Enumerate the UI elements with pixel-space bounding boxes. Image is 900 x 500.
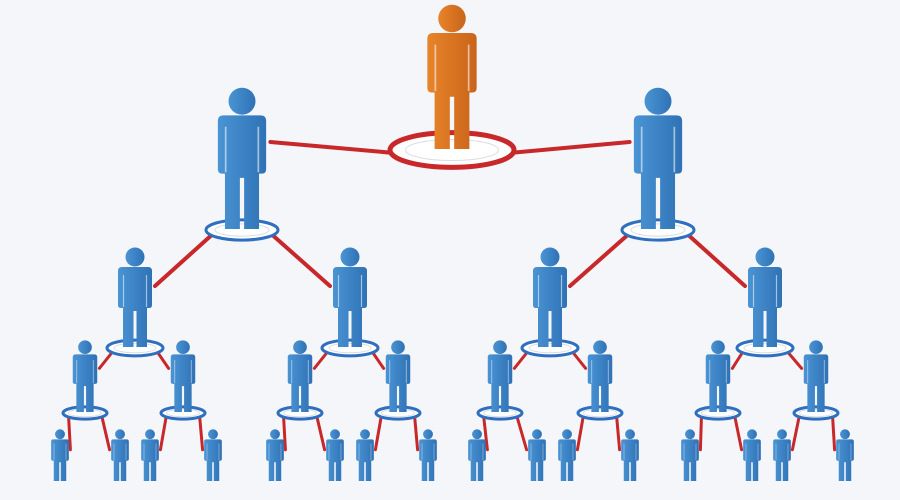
connector-line xyxy=(790,413,801,452)
node-ring-inner xyxy=(630,223,686,237)
node-ring xyxy=(520,338,580,358)
node-ring-inner xyxy=(743,342,787,354)
connector-line xyxy=(515,413,529,452)
connector-line xyxy=(100,413,112,452)
connector-line xyxy=(158,413,168,452)
node-ring-inner xyxy=(283,408,317,418)
member-person-icon xyxy=(633,87,683,229)
connector-line xyxy=(575,413,585,452)
connector-line xyxy=(153,230,217,288)
member-person-icon xyxy=(326,429,344,481)
connector-line xyxy=(698,413,703,452)
node-rings xyxy=(61,130,840,421)
member-person-icon xyxy=(773,429,791,481)
member-person-icon xyxy=(333,247,367,347)
member-person-icon xyxy=(468,429,486,481)
member-person-icon xyxy=(170,340,196,412)
member-person-icon xyxy=(266,429,284,481)
member-person-icon xyxy=(72,340,98,412)
node-ring xyxy=(620,218,696,242)
member-person-icon xyxy=(204,429,222,481)
node-ring-inner xyxy=(583,408,617,418)
node-ring xyxy=(159,405,207,421)
member-person-icon xyxy=(111,429,129,481)
connector-line xyxy=(267,230,332,288)
node-ring-inner xyxy=(381,408,415,418)
member-person-icon xyxy=(748,247,782,347)
node-ring xyxy=(792,405,840,421)
connector-line xyxy=(413,413,420,452)
node-ring-inner xyxy=(68,408,102,418)
connector-line xyxy=(282,413,287,452)
node-ring-inner xyxy=(528,342,572,354)
member-person-icon xyxy=(528,429,546,481)
node-ring-inner xyxy=(799,408,833,418)
connector-line xyxy=(373,413,383,452)
member-person-icon xyxy=(118,247,152,347)
node-ring xyxy=(374,405,422,421)
member-person-icon xyxy=(217,87,267,229)
node-ring-inner xyxy=(483,408,517,418)
node-ring xyxy=(576,405,624,421)
connector-line xyxy=(198,413,205,452)
member-person-icon xyxy=(141,429,159,481)
connector-line xyxy=(315,413,327,452)
member-person-icon xyxy=(533,247,567,347)
node-ring-inner xyxy=(113,342,157,354)
connector-line xyxy=(615,413,622,452)
node-ring-inner xyxy=(328,342,372,354)
member-person-icon xyxy=(419,429,437,481)
node-ring-inner xyxy=(214,223,270,237)
connector-line xyxy=(683,230,747,288)
node-ring-inner xyxy=(166,408,200,418)
node-ring-inner xyxy=(701,408,735,418)
node-ring xyxy=(476,405,524,421)
connector-line xyxy=(733,413,744,452)
member-person-icon xyxy=(836,429,854,481)
member-person-icon xyxy=(587,340,613,412)
node-ring xyxy=(61,405,109,421)
connector-line xyxy=(67,413,72,452)
node-ring xyxy=(320,338,380,358)
connector-line xyxy=(568,230,633,288)
people xyxy=(51,4,854,481)
node-ring xyxy=(694,405,742,421)
node-ring xyxy=(276,405,324,421)
leader-person-icon xyxy=(427,4,477,149)
connector-line xyxy=(268,139,408,156)
node-ring-inner xyxy=(405,138,499,162)
member-person-icon xyxy=(51,429,69,481)
connector-line xyxy=(831,413,837,452)
node-ring xyxy=(105,338,165,358)
member-person-icon xyxy=(681,429,699,481)
member-person-icon xyxy=(487,340,513,412)
node-ring xyxy=(204,218,280,242)
node-ring xyxy=(387,130,517,170)
member-person-icon xyxy=(385,340,411,412)
member-person-icon xyxy=(356,429,374,481)
connector-line xyxy=(482,413,489,452)
node-ring xyxy=(735,338,795,358)
member-person-icon xyxy=(743,429,761,481)
connector-line xyxy=(496,139,632,156)
member-person-icon xyxy=(287,340,313,412)
member-person-icon xyxy=(705,340,731,412)
member-person-icon xyxy=(803,340,829,412)
member-person-icon xyxy=(558,429,576,481)
member-person-icon xyxy=(621,429,639,481)
